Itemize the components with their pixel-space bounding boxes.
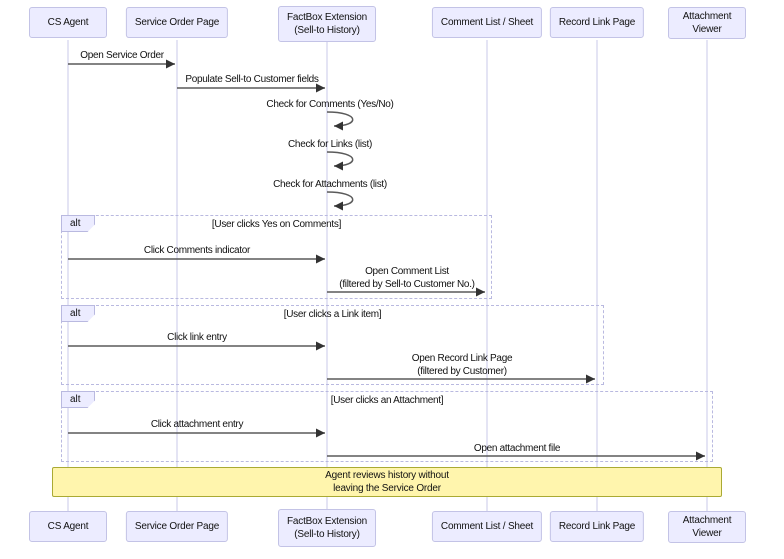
actor-top-comment-list: Comment List / Sheet [431,7,543,38]
actor-top-service-order-page: Service Order Page [125,7,229,38]
message-check-links: Check for Links (list) [288,139,372,150]
alt-frame-links: alt [User clicks a Link item] [61,305,604,385]
message-click-link: Click link entry [167,332,227,343]
alt-frame-comments-condition: [User clicks Yes on Comments] [211,219,342,230]
actor-bottom-factbox-extension: FactBox Extension (Sell-to History) [278,509,376,547]
selfloop-check-comments [326,111,354,131]
message-check-attachments: Check for Attachments (list) [273,179,387,190]
message-click-comments: Click Comments indicator [143,245,251,256]
message-open-service-order: Open Service Order [80,50,164,61]
actor-top-factbox-extension: FactBox Extension (Sell-to History) [278,6,376,42]
selfloop-check-attachments [326,191,354,211]
actor-bottom-comment-list: Comment List / Sheet [431,511,543,542]
actor-top-attachment-viewer: Attachment Viewer [668,7,746,39]
alt-frame-links-condition: [User clicks a Link item] [283,309,382,320]
message-click-attachment: Click attachment entry [150,419,244,430]
actor-bottom-service-order-page: Service Order Page [125,511,229,542]
actor-bottom-cs-agent: CS Agent [29,511,107,542]
alt-frame-comments: alt [User clicks Yes on Comments] [61,215,492,299]
alt-frame-attachments-condition: [User clicks an Attachment] [330,395,444,406]
actor-top-record-link-page: Record Link Page [549,7,645,38]
alt-frame-links-keyword: alt [61,305,95,322]
actor-top-cs-agent: CS Agent [29,7,107,38]
alt-frame-attachments: alt [User clicks an Attachment] [61,391,713,462]
actor-bottom-record-link-page: Record Link Page [549,511,645,542]
alt-frame-attachments-keyword: alt [61,391,95,408]
actor-bottom-attachment-viewer: Attachment Viewer [668,511,746,543]
message-open-record-link: Open Record Link Page (filtered by Custo… [411,353,513,377]
message-open-comment-list: Open Comment List (filtered by Sell-to C… [339,266,475,290]
alt-frame-comments-keyword: alt [61,215,95,232]
message-populate-fields: Populate Sell-to Customer fields [185,74,319,85]
message-open-attachment: Open attachment file [473,443,561,454]
message-check-comments: Check for Comments (Yes/No) [266,99,394,110]
note-agent-reviews: Agent reviews history without leaving th… [52,467,722,497]
selfloop-check-links [326,151,354,171]
